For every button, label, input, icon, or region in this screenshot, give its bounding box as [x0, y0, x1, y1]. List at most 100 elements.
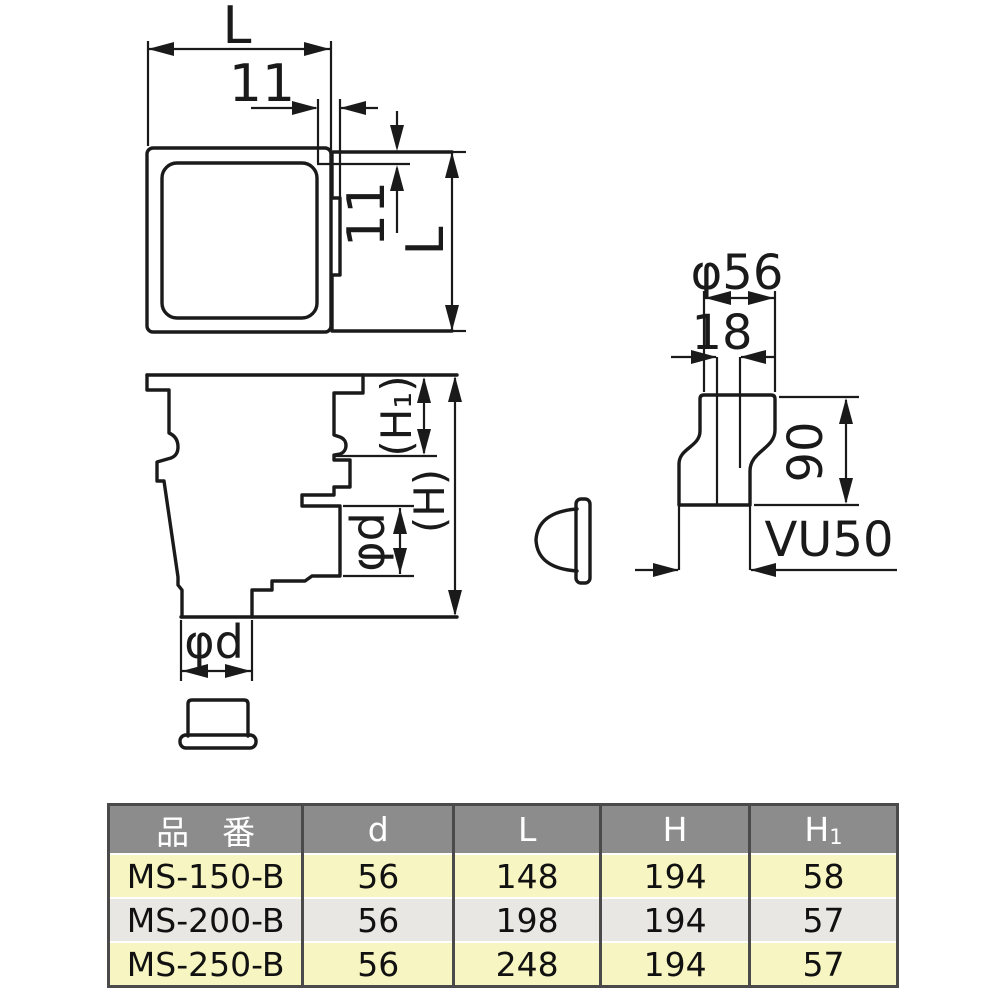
- dim-label-offset: 18: [691, 305, 752, 361]
- dim-adapter-height: 90: [754, 395, 859, 507]
- dim-label-notch: 11: [229, 54, 295, 114]
- header-label: H: [662, 810, 688, 849]
- cap-side-view: [534, 497, 592, 585]
- cap-flange: [574, 497, 592, 585]
- header-label: H: [804, 810, 830, 849]
- part-number-cell: MS-200-B: [110, 897, 302, 941]
- cell-value: 57: [802, 944, 845, 984]
- arrowhead-icon: [705, 291, 731, 305]
- arrowhead-icon: [445, 152, 459, 178]
- column-header-part-number: 品 番: [110, 806, 302, 853]
- cell-value: MS-150-B: [126, 856, 285, 896]
- section-right-profile: [250, 373, 365, 619]
- arrowhead-icon: [839, 398, 853, 424]
- section-left-profile: [145, 373, 184, 619]
- plan-view: L 11 11 L: [145, 0, 466, 334]
- adapter-body: [677, 393, 777, 507]
- arrowhead-icon: [839, 478, 853, 504]
- l-value-cell: 198: [455, 897, 600, 941]
- cell-value: 56: [357, 856, 400, 896]
- dim-plan-height: L: [396, 152, 466, 333]
- h1-value-cell: 58: [751, 853, 896, 897]
- h1-value-cell: 57: [751, 897, 896, 941]
- arrowhead-icon: [304, 42, 330, 56]
- dim-label-h1: (H₁): [372, 375, 421, 456]
- dim-plan-notch: 11: [229, 54, 378, 199]
- part-number-cell: MS-150-B: [110, 853, 302, 897]
- cap-flange: [178, 733, 258, 750]
- cell-value: 198: [495, 900, 559, 940]
- dim-adapter-pipe: VU50: [635, 505, 897, 577]
- arrowhead-icon: [417, 377, 431, 403]
- arrowhead-icon: [340, 101, 366, 115]
- l-value-cell: 248: [455, 941, 600, 985]
- cell-value: 194: [643, 944, 707, 984]
- d-value-cell: 56: [304, 853, 453, 897]
- dim-plan-width: L: [146, 0, 333, 150]
- cap-body: [186, 698, 250, 738]
- label-vu50: VU50: [764, 512, 893, 568]
- arrowhead-icon: [653, 563, 679, 577]
- arrowhead-icon: [448, 590, 462, 616]
- dim-section-outlet-bottom: φd: [179, 615, 254, 681]
- cell-value: MS-250-B: [126, 944, 285, 984]
- arrowhead-icon: [417, 429, 431, 455]
- header-label: L: [517, 810, 537, 849]
- dim-plan-step: 11: [317, 111, 466, 247]
- dim-label-phi-d-side: φd: [341, 512, 395, 572]
- section-view: (H₁) (H) φd φd: [145, 373, 462, 681]
- dim-label-h: (H): [405, 469, 454, 533]
- cell-value: 194: [643, 856, 707, 896]
- d-value-cell: 56: [304, 897, 453, 941]
- d-value-cell: 56: [304, 941, 453, 985]
- arrowhead-icon: [292, 101, 318, 115]
- technical-drawing: L 11 11 L: [145, 0, 897, 750]
- column-header-h: H: [602, 806, 749, 853]
- header-label: 品 番: [156, 812, 256, 852]
- dim-section-h1: (H₁): [333, 375, 437, 458]
- cap-bottom-view: [178, 698, 258, 750]
- arrowhead-icon: [445, 305, 459, 331]
- arrowhead-icon: [390, 165, 404, 191]
- dim-label-height: L: [396, 226, 456, 255]
- h1-value-cell: 57: [751, 941, 896, 985]
- cell-value: 57: [802, 900, 845, 940]
- column-header-l: L: [455, 806, 600, 853]
- arrowhead-icon: [691, 350, 717, 364]
- arrowhead-icon: [390, 125, 404, 151]
- dim-label-90: 90: [778, 421, 834, 482]
- dim-section-outlet-side: φd: [341, 504, 414, 578]
- cell-value: 56: [357, 900, 400, 940]
- dim-label-phi56: φ56: [691, 245, 784, 301]
- h-value-cell: 194: [602, 897, 749, 941]
- arrowhead-icon: [225, 664, 251, 678]
- arrowhead-icon: [182, 664, 208, 678]
- cell-value: 148: [495, 856, 559, 896]
- part-number-cell: MS-250-B: [110, 941, 302, 985]
- cell-value: 58: [802, 856, 845, 896]
- arrowhead-icon: [748, 291, 774, 305]
- dim-adapter-diameter: φ56: [691, 245, 784, 392]
- dim-section-h: (H): [405, 376, 462, 616]
- cell-value: 194: [643, 900, 707, 940]
- adapter-view: φ56 18 90 VU50: [635, 245, 897, 577]
- h-value-cell: 194: [602, 941, 749, 985]
- column-header-d: d: [304, 806, 453, 853]
- arrowhead-icon: [750, 563, 776, 577]
- header-subscript: 1: [829, 824, 843, 849]
- arrowhead-icon: [393, 508, 407, 534]
- cell-value: MS-200-B: [126, 900, 285, 940]
- plan-side-plate: [330, 150, 454, 333]
- dim-label-phi-d-bottom: φd: [184, 615, 244, 669]
- dim-label-step: 11: [337, 181, 397, 247]
- arrowhead-icon: [148, 42, 174, 56]
- arrowhead-icon: [448, 376, 462, 402]
- h-value-cell: 194: [602, 853, 749, 897]
- arrowhead-icon: [740, 350, 766, 364]
- header-label: d: [367, 810, 389, 849]
- cell-value: 56: [357, 944, 400, 984]
- dim-label-width: L: [223, 0, 252, 56]
